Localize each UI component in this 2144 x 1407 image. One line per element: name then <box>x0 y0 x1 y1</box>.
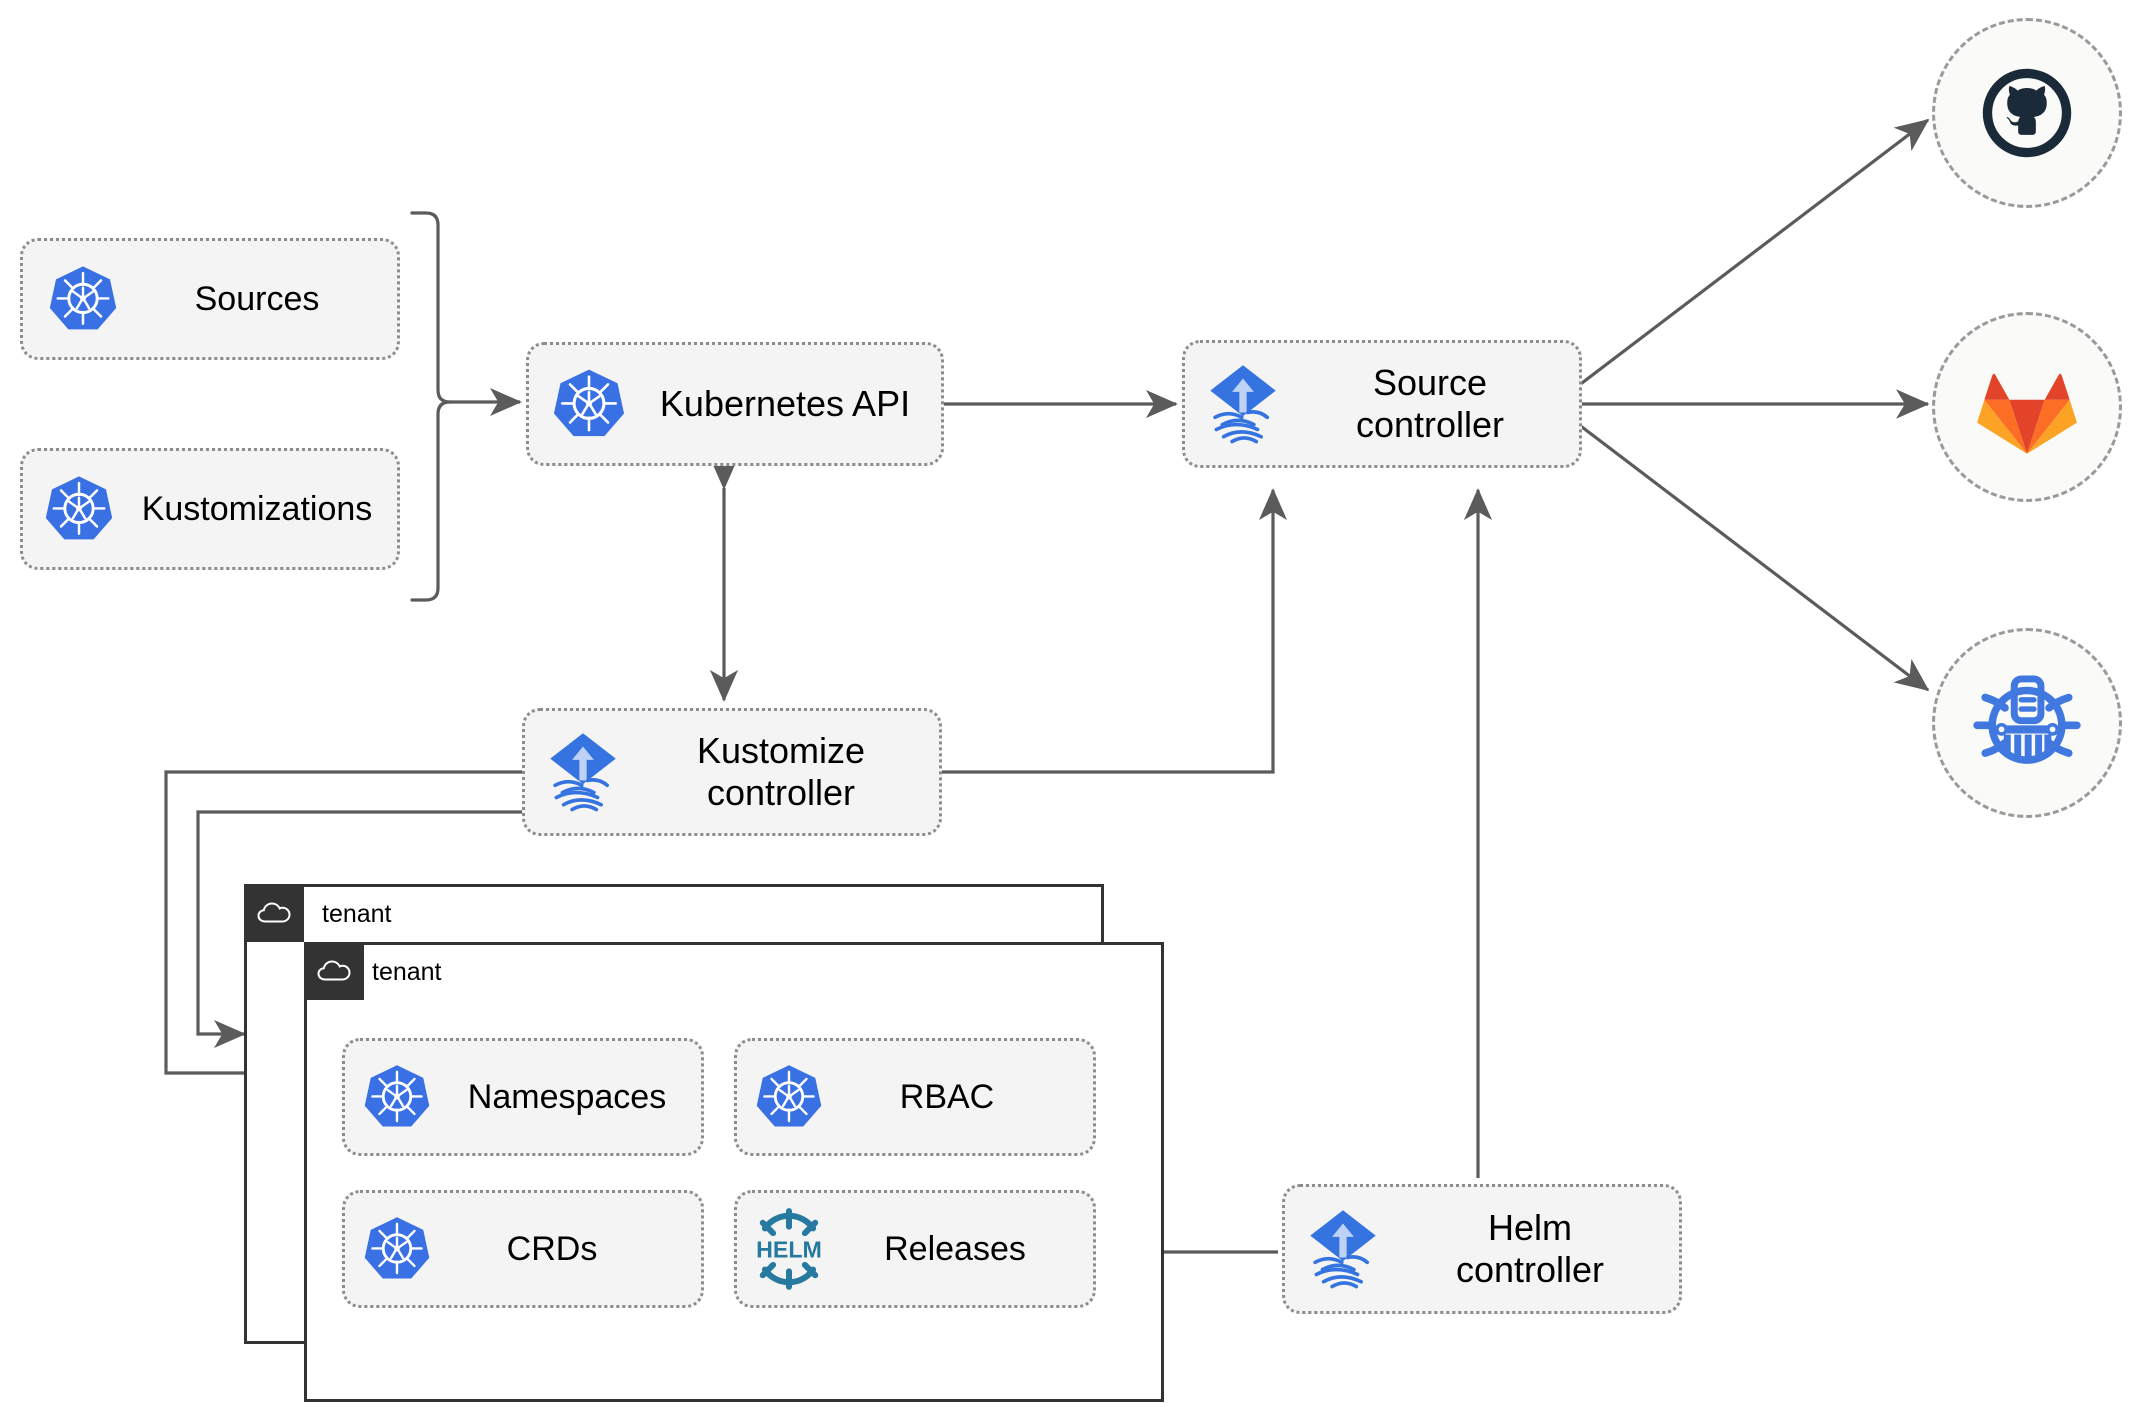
node-kustomizations[interactable]: Kustomizations <box>20 448 400 570</box>
node-source-controller[interactable]: Source controller <box>1182 340 1582 468</box>
edge-kustomize-to-source-controller <box>938 488 1288 774</box>
cloud-icon <box>257 902 291 923</box>
node-label-kubernetes-api: Kubernetes API <box>659 382 911 424</box>
tenant-label-outer: tenant <box>322 900 392 928</box>
kubernetes-icon <box>737 1062 841 1132</box>
node-label-rbac: RBAC <box>899 1077 995 1116</box>
github-icon <box>1982 68 2072 158</box>
node-label-crds: CRDs <box>506 1229 598 1268</box>
node-namespaces[interactable]: Namespaces <box>342 1038 704 1156</box>
provider-gitlab[interactable] <box>1932 312 2122 502</box>
tenant-header-inner <box>304 942 364 1000</box>
flux-icon <box>1185 364 1301 444</box>
bracket-upper <box>410 211 452 404</box>
node-kubernetes-api[interactable]: Kubernetes API <box>526 342 944 466</box>
node-crds[interactable]: CRDs <box>342 1190 704 1308</box>
node-kustomize-controller[interactable]: Kustomize controller <box>522 708 942 836</box>
helm-repository-icon <box>1973 675 2081 764</box>
kustomize-controller-line-2: controller <box>706 772 856 813</box>
tenant-box-inner[interactable] <box>304 942 1164 1402</box>
kubernetes-icon <box>23 263 143 335</box>
flux-icon <box>525 732 641 812</box>
tenant-header-outer <box>244 884 304 942</box>
kubernetes-icon <box>529 366 649 442</box>
kubernetes-icon <box>23 473 135 545</box>
gitlab-icon <box>1977 373 2077 454</box>
node-label-kustomizations: Kustomizations <box>141 489 373 528</box>
node-sources[interactable]: Sources <box>20 238 400 360</box>
bracket-lower <box>410 400 452 602</box>
helm-controller-line-1: Helm <box>1487 1206 1572 1248</box>
source-controller-line-1: Source <box>1372 361 1488 403</box>
edge-kustomize-to-tenant-outer <box>164 770 522 1088</box>
kubernetes-icon <box>345 1214 449 1284</box>
tenant-label-inner: tenant <box>372 958 442 986</box>
node-label-namespaces: Namespaces <box>467 1077 667 1116</box>
kubernetes-icon <box>345 1062 449 1132</box>
flux-icon <box>1285 1209 1401 1289</box>
provider-helm-repository[interactable] <box>1932 628 2122 818</box>
helm-icon: HELM <box>737 1206 841 1292</box>
node-label-releases: Releases <box>884 1229 1026 1268</box>
edge-kustomize-to-tenant-inner <box>196 810 522 1049</box>
provider-github[interactable] <box>1932 18 2122 208</box>
helm-controller-line-2: controller <box>1455 1249 1605 1290</box>
kustomize-controller-line-1: Kustomize <box>696 729 866 771</box>
node-rbac[interactable]: RBAC <box>734 1038 1096 1156</box>
node-label-source-controller: Source controller <box>1301 362 1579 447</box>
edge-source-controller-bucket <box>1577 422 1930 692</box>
edge-source-controller-github <box>1577 118 1930 388</box>
cloud-icon <box>317 960 351 981</box>
node-label-helm-controller: Helm controller <box>1401 1207 1679 1292</box>
node-releases[interactable]: HELM Releases <box>734 1190 1096 1308</box>
source-controller-line-2: controller <box>1355 404 1505 445</box>
helm-wordmark: HELM <box>756 1237 822 1263</box>
node-label-sources: Sources <box>194 279 320 318</box>
node-helm-controller[interactable]: Helm controller <box>1282 1184 1682 1314</box>
node-label-kustomize-controller: Kustomize controller <box>641 730 939 815</box>
